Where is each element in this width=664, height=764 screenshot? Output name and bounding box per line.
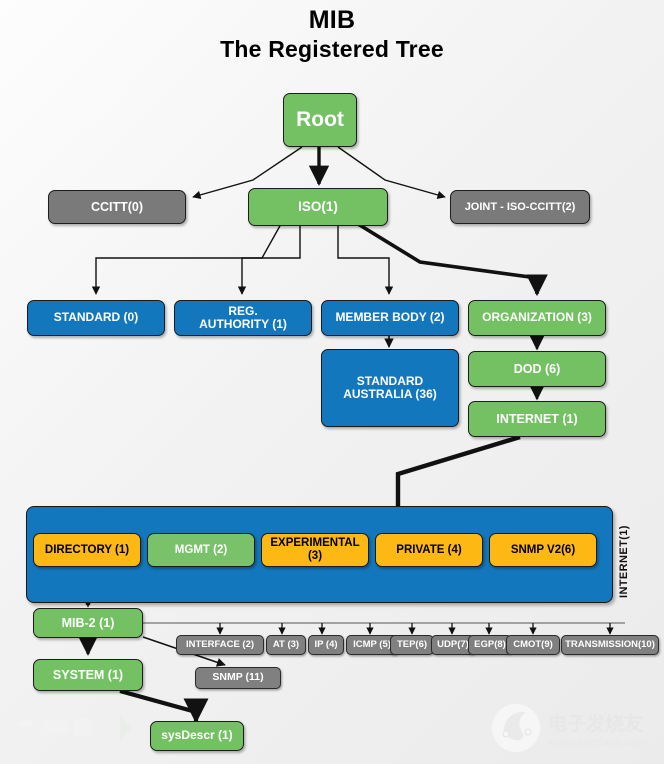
node-joint-iso-ccitt[interactable]: JOINT - ISO-CCITT(2) xyxy=(450,190,590,224)
node-ccitt[interactable]: CCITT(0) xyxy=(48,190,186,224)
node-joint-iso-ccitt-label: JOINT - ISO-CCITT(2) xyxy=(464,200,576,213)
node-standard-australia-36-label: STANDARD AUSTRALIA (36) xyxy=(343,373,437,401)
node-internet-1[interactable]: INTERNET (1) xyxy=(468,401,606,437)
watermark-elecfans: 电子发烧友 www.elecfans.com xyxy=(492,704,647,752)
node-reg-authority-1-label: REG. AUTHORITY (1) xyxy=(199,303,287,331)
node-standard-0[interactable]: STANDARD (0) xyxy=(27,300,165,336)
node-mib-2-1[interactable]: MIB-2 (1) xyxy=(33,608,143,638)
node-root[interactable]: Root xyxy=(283,93,357,147)
node-sysdescr-1-label: sysDescr (1) xyxy=(161,728,233,743)
node-sysdescr-1[interactable]: sysDescr (1) xyxy=(150,721,244,751)
node-tep-6[interactable]: TEP(6) xyxy=(390,635,434,655)
node-private-4[interactable]: PRIVATE (4) xyxy=(375,533,483,567)
node-private-4-label: PRIVATE (4) xyxy=(396,543,462,556)
node-system-1-label: SYSTEM (1) xyxy=(52,668,124,682)
page-title: MIB The Registered Tree xyxy=(0,6,664,64)
title-line-2: The Registered Tree xyxy=(220,36,444,62)
node-transmission-10[interactable]: TRANSMISSION(10) xyxy=(561,635,659,655)
node-experimental-3[interactable]: EXPERIMENTAL (3) xyxy=(261,533,369,567)
node-internet-1-label: INTERNET (1) xyxy=(496,412,578,426)
node-root-label: Root xyxy=(296,108,344,132)
node-transmission-10-label: TRANSMISSION(10) xyxy=(565,638,655,650)
node-mgmt-2-label: MGMT (2) xyxy=(174,543,228,556)
node-reg-authority-1[interactable]: REG. AUTHORITY (1) xyxy=(174,300,312,336)
node-directory-1-label: DIRECTORY (1) xyxy=(44,543,130,556)
node-standard-australia-36[interactable]: STANDARD AUSTRALIA (36) xyxy=(321,349,459,427)
node-dod-6-label: DOD (6) xyxy=(513,362,561,376)
node-at-3-label: AT (3) xyxy=(272,638,300,650)
watermark-url-text: www.elecfans.com xyxy=(547,735,647,749)
node-system-1[interactable]: SYSTEM (1) xyxy=(33,659,143,691)
title-line-1: MIB xyxy=(308,6,356,34)
node-iso[interactable]: ISO(1) xyxy=(248,188,388,226)
node-dod-6[interactable]: DOD (6) xyxy=(468,351,606,387)
node-udp-7-label: UDP(7) xyxy=(437,638,469,650)
node-standard-0-label: STANDARD (0) xyxy=(53,310,139,325)
node-ccitt-label: CCITT(0) xyxy=(90,200,144,214)
node-ip-4[interactable]: IP (4) xyxy=(308,635,344,655)
node-cmot-9[interactable]: CMOT(9) xyxy=(506,635,560,655)
node-iso-label: ISO(1) xyxy=(298,199,338,215)
watermark-cn-text: 电子发烧友 xyxy=(548,712,643,735)
node-mib-2-1-label: MIB-2 (1) xyxy=(61,616,115,630)
node-mgmt-2[interactable]: MGMT (2) xyxy=(147,533,255,567)
node-at-3[interactable]: AT (3) xyxy=(266,635,306,655)
node-directory-1[interactable]: DIRECTORY (1) xyxy=(33,533,141,567)
internet-panel-side-label: INTERNET(1) xyxy=(618,525,630,598)
node-ip-4-label: IP (4) xyxy=(314,638,338,650)
node-snmp-v2-6-label: SNMP V2(6) xyxy=(510,543,576,556)
node-snmp-v2-6[interactable]: SNMP V2(6) xyxy=(489,533,597,567)
node-member-body-2[interactable]: MEMBER BODY (2) xyxy=(321,300,459,336)
node-interface-2-label: INTERFACE (2) xyxy=(185,638,255,650)
node-icmp-5-label: ICMP (5) xyxy=(353,638,391,650)
node-member-body-2-label: MEMBER BODY (2) xyxy=(335,310,445,325)
node-interface-2[interactable]: INTERFACE (2) xyxy=(176,635,264,655)
watermark-ghost xyxy=(16,714,132,742)
node-experimental-3-label: EXPERIMENTAL (3) xyxy=(270,537,360,562)
node-cmot-9-label: CMOT(9) xyxy=(513,638,553,650)
node-tep-6-label: TEP(6) xyxy=(396,638,428,650)
node-organization-3[interactable]: ORGANIZATION (3) xyxy=(468,300,606,336)
node-snmp-11-label: SNMP (11) xyxy=(212,671,264,684)
node-egp-8-label: EGP(8) xyxy=(474,638,506,650)
node-egp-8[interactable]: EGP(8) xyxy=(468,635,512,655)
node-snmp-11[interactable]: SNMP (11) xyxy=(195,667,281,689)
node-organization-3-label: ORGANIZATION (3) xyxy=(482,310,592,325)
